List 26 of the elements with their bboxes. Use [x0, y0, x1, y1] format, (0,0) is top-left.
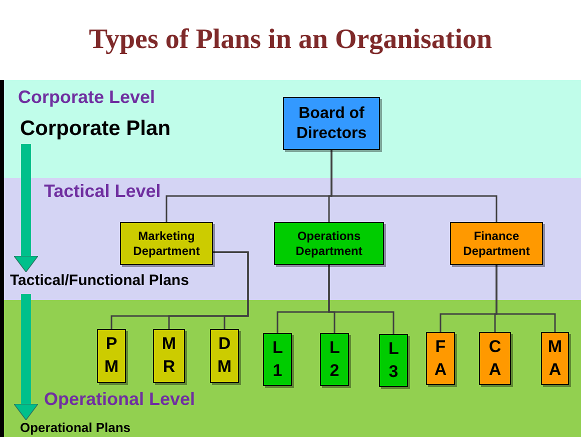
connector-line — [496, 265, 556, 332]
section-box: C A — [479, 332, 511, 385]
plan-label: Operational Plans — [20, 420, 131, 436]
section-box: L 2 — [320, 333, 349, 386]
section-box: L 1 — [263, 333, 292, 386]
section-box: L 3 — [379, 334, 408, 387]
section-box: P M — [97, 329, 126, 383]
section-box: M A — [541, 332, 569, 385]
section-box: F A — [426, 332, 455, 385]
level-label: Corporate Level — [18, 86, 156, 108]
connector-line — [330, 150, 498, 222]
department-box: Operations Department — [274, 222, 384, 265]
flow-arrow — [14, 294, 38, 420]
title: Types of Plans in an Organisation — [88, 23, 494, 57]
connector-line — [213, 251, 249, 329]
flow-arrow — [14, 144, 38, 272]
department-box: Finance Department — [450, 222, 543, 265]
level-label: Operational Level — [44, 388, 196, 410]
plan-label: Corporate Plan — [20, 116, 171, 142]
level-label: Tactical Level — [44, 180, 161, 202]
plan-label: Tactical/Functional Plans — [10, 272, 189, 291]
connector-line — [328, 265, 394, 334]
section-box: M R — [153, 329, 185, 383]
section-box: D M — [210, 329, 239, 383]
department-box: Board of Directors — [283, 97, 380, 150]
department-box: Marketing Department — [120, 222, 213, 265]
